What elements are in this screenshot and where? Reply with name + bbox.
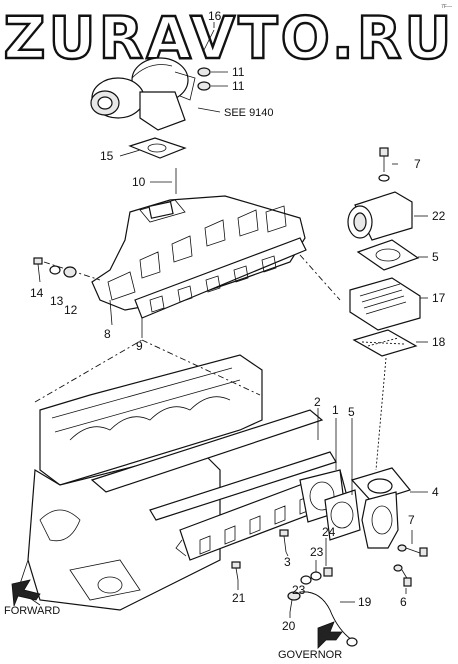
callout-5-mid: 5 (348, 405, 355, 419)
tube-19 (299, 591, 358, 647)
callout-16: 16 (208, 9, 222, 23)
callout-7-top: 7 (414, 157, 421, 171)
inlet-housing-4 (350, 467, 428, 549)
callout-17: 17 (432, 291, 446, 305)
callout-18: 18 (432, 335, 446, 349)
callout-23-a: 23 (310, 545, 324, 559)
callout-21: 21 (232, 591, 246, 605)
callout-11-b: 11 (232, 79, 245, 93)
elbow-housing-22 (347, 191, 428, 241)
callout-1: 1 (332, 403, 339, 417)
callout-22: 22 (432, 209, 446, 223)
engine-block (17, 354, 263, 611)
see-reference-label: SEE 9140 (224, 107, 274, 119)
turbocharger (90, 57, 221, 131)
corner-mark: 7F— (441, 4, 452, 10)
callout-12: 12 (64, 303, 78, 317)
forward-label: FORWARD (4, 605, 60, 617)
fitting-23-24 (300, 538, 333, 585)
gasket-5 (356, 239, 428, 271)
callout-13: 13 (50, 294, 64, 308)
callout-19: 19 (358, 595, 372, 609)
callout-6: 6 (400, 595, 407, 609)
callout-24: 24 (322, 525, 336, 539)
exhaust-manifold (91, 195, 306, 311)
banjo-bolt-20 (287, 591, 301, 618)
callout-11-a: 11 (232, 65, 245, 79)
intake-flange (299, 418, 361, 541)
callout-8: 8 (104, 327, 111, 341)
washer-13 (49, 265, 77, 278)
bolt-3 (279, 529, 289, 557)
governor-arrow-icon (317, 621, 343, 649)
callout-3: 3 (284, 555, 291, 569)
intake-gasket-2 (90, 408, 337, 521)
stud-16 (203, 22, 215, 51)
stud-10 (150, 168, 177, 194)
callout-5-top: 5 (432, 250, 439, 264)
callout-4: 4 (432, 485, 439, 499)
bolt-6 (393, 564, 412, 594)
callout-15: 15 (100, 149, 114, 163)
callout-10: 10 (132, 175, 146, 189)
callout-2: 2 (314, 395, 321, 409)
gasket-15 (119, 137, 187, 159)
nuts-11 (197, 67, 228, 91)
callout-9: 9 (136, 339, 143, 353)
callout-20: 20 (282, 619, 296, 633)
manifold-gasket-9 (134, 237, 307, 338)
watermark-text: ZURAVTO.RU (3, 4, 454, 72)
heater-17 (349, 277, 428, 331)
callout-14: 14 (30, 286, 44, 300)
callout-7-lower: 7 (408, 513, 415, 527)
bolt-21 (231, 561, 241, 590)
bolt-7-lower (397, 530, 428, 557)
screen-18 (352, 329, 428, 357)
governor-label: GOVERNOR (278, 649, 342, 661)
callout-23-b: 23 (292, 583, 306, 597)
bolt-7-top (378, 147, 398, 182)
forward-arrow-icon (11, 579, 41, 607)
